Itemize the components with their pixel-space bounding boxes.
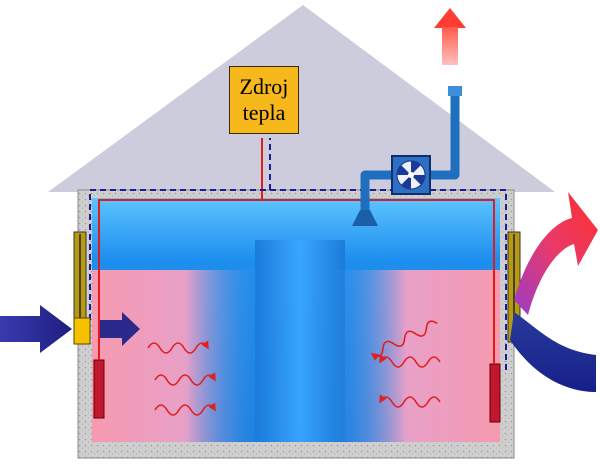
roof bbox=[48, 5, 555, 192]
heat-source-label-line2: tepla bbox=[242, 100, 286, 125]
inflow-arrow-inside bbox=[100, 312, 140, 346]
fan-icon bbox=[391, 155, 431, 195]
wavy-arrow-icon bbox=[147, 320, 441, 416]
radiator-left bbox=[93, 359, 105, 419]
duct-cap bbox=[448, 86, 462, 96]
ventilation-duct bbox=[360, 88, 460, 210]
warm-zone-right bbox=[330, 270, 500, 442]
control-line bbox=[89, 138, 271, 320]
circulation-arrow bbox=[510, 192, 598, 392]
warm-zone-left bbox=[92, 270, 262, 442]
radiator-right bbox=[489, 363, 501, 423]
control-line-right bbox=[270, 189, 507, 370]
heating-pipe-return bbox=[262, 199, 495, 364]
heat-source-box: Zdroj tepla bbox=[229, 66, 299, 134]
ceiling-diffuser bbox=[352, 210, 378, 226]
heat-source-label-line1: Zdroj bbox=[239, 74, 289, 99]
arrow-right-icon bbox=[0, 305, 72, 353]
arrow-up-icon bbox=[434, 8, 466, 65]
inlet-valve bbox=[73, 317, 91, 345]
heating-pipe bbox=[98, 138, 263, 360]
